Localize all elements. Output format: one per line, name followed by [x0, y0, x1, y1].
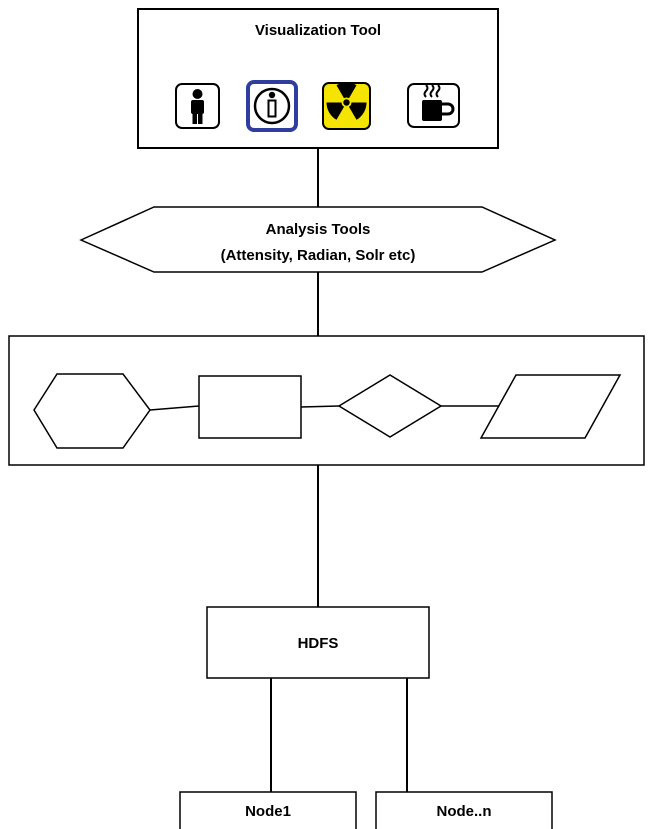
workflow-hexagon [33, 373, 151, 449]
info-icon[interactable] [246, 80, 298, 132]
workflow-parallelogram [479, 374, 622, 439]
node1-label: Node1 [245, 803, 291, 820]
workflow-diamond [337, 374, 443, 438]
workflow-container [8, 335, 645, 466]
analysis-tools-title: Analysis Tools [266, 221, 371, 238]
hdfs-node: HDFS [206, 606, 430, 679]
visualization-tool-box: Visualization Tool [137, 8, 499, 149]
analysis-tools-node: Analysis Tools (Attensity, Radian, Solr … [79, 206, 557, 273]
node-n-box [375, 791, 553, 829]
node1-box [179, 791, 357, 829]
radiation-icon[interactable] [322, 82, 371, 130]
person-icon[interactable] [175, 83, 220, 129]
node-n: Node..n [375, 791, 553, 829]
node-n-label: Node..n [437, 803, 492, 820]
hdfs-box [206, 606, 430, 679]
connectors [270, 148, 408, 792]
workflow-link-2 [300, 405, 340, 408]
workflow-rectangle [198, 375, 302, 439]
coffee-cup-icon[interactable] [407, 83, 460, 128]
hdfs-label: HDFS [298, 635, 339, 652]
analysis-tools-hexagon [79, 206, 557, 273]
visualization-tool-title: Visualization Tool [255, 22, 381, 39]
node1: Node1 [179, 791, 357, 829]
analysis-tools-subtitle: (Attensity, Radian, Solr etc) [221, 247, 416, 264]
workflow-link-1 [149, 405, 200, 411]
